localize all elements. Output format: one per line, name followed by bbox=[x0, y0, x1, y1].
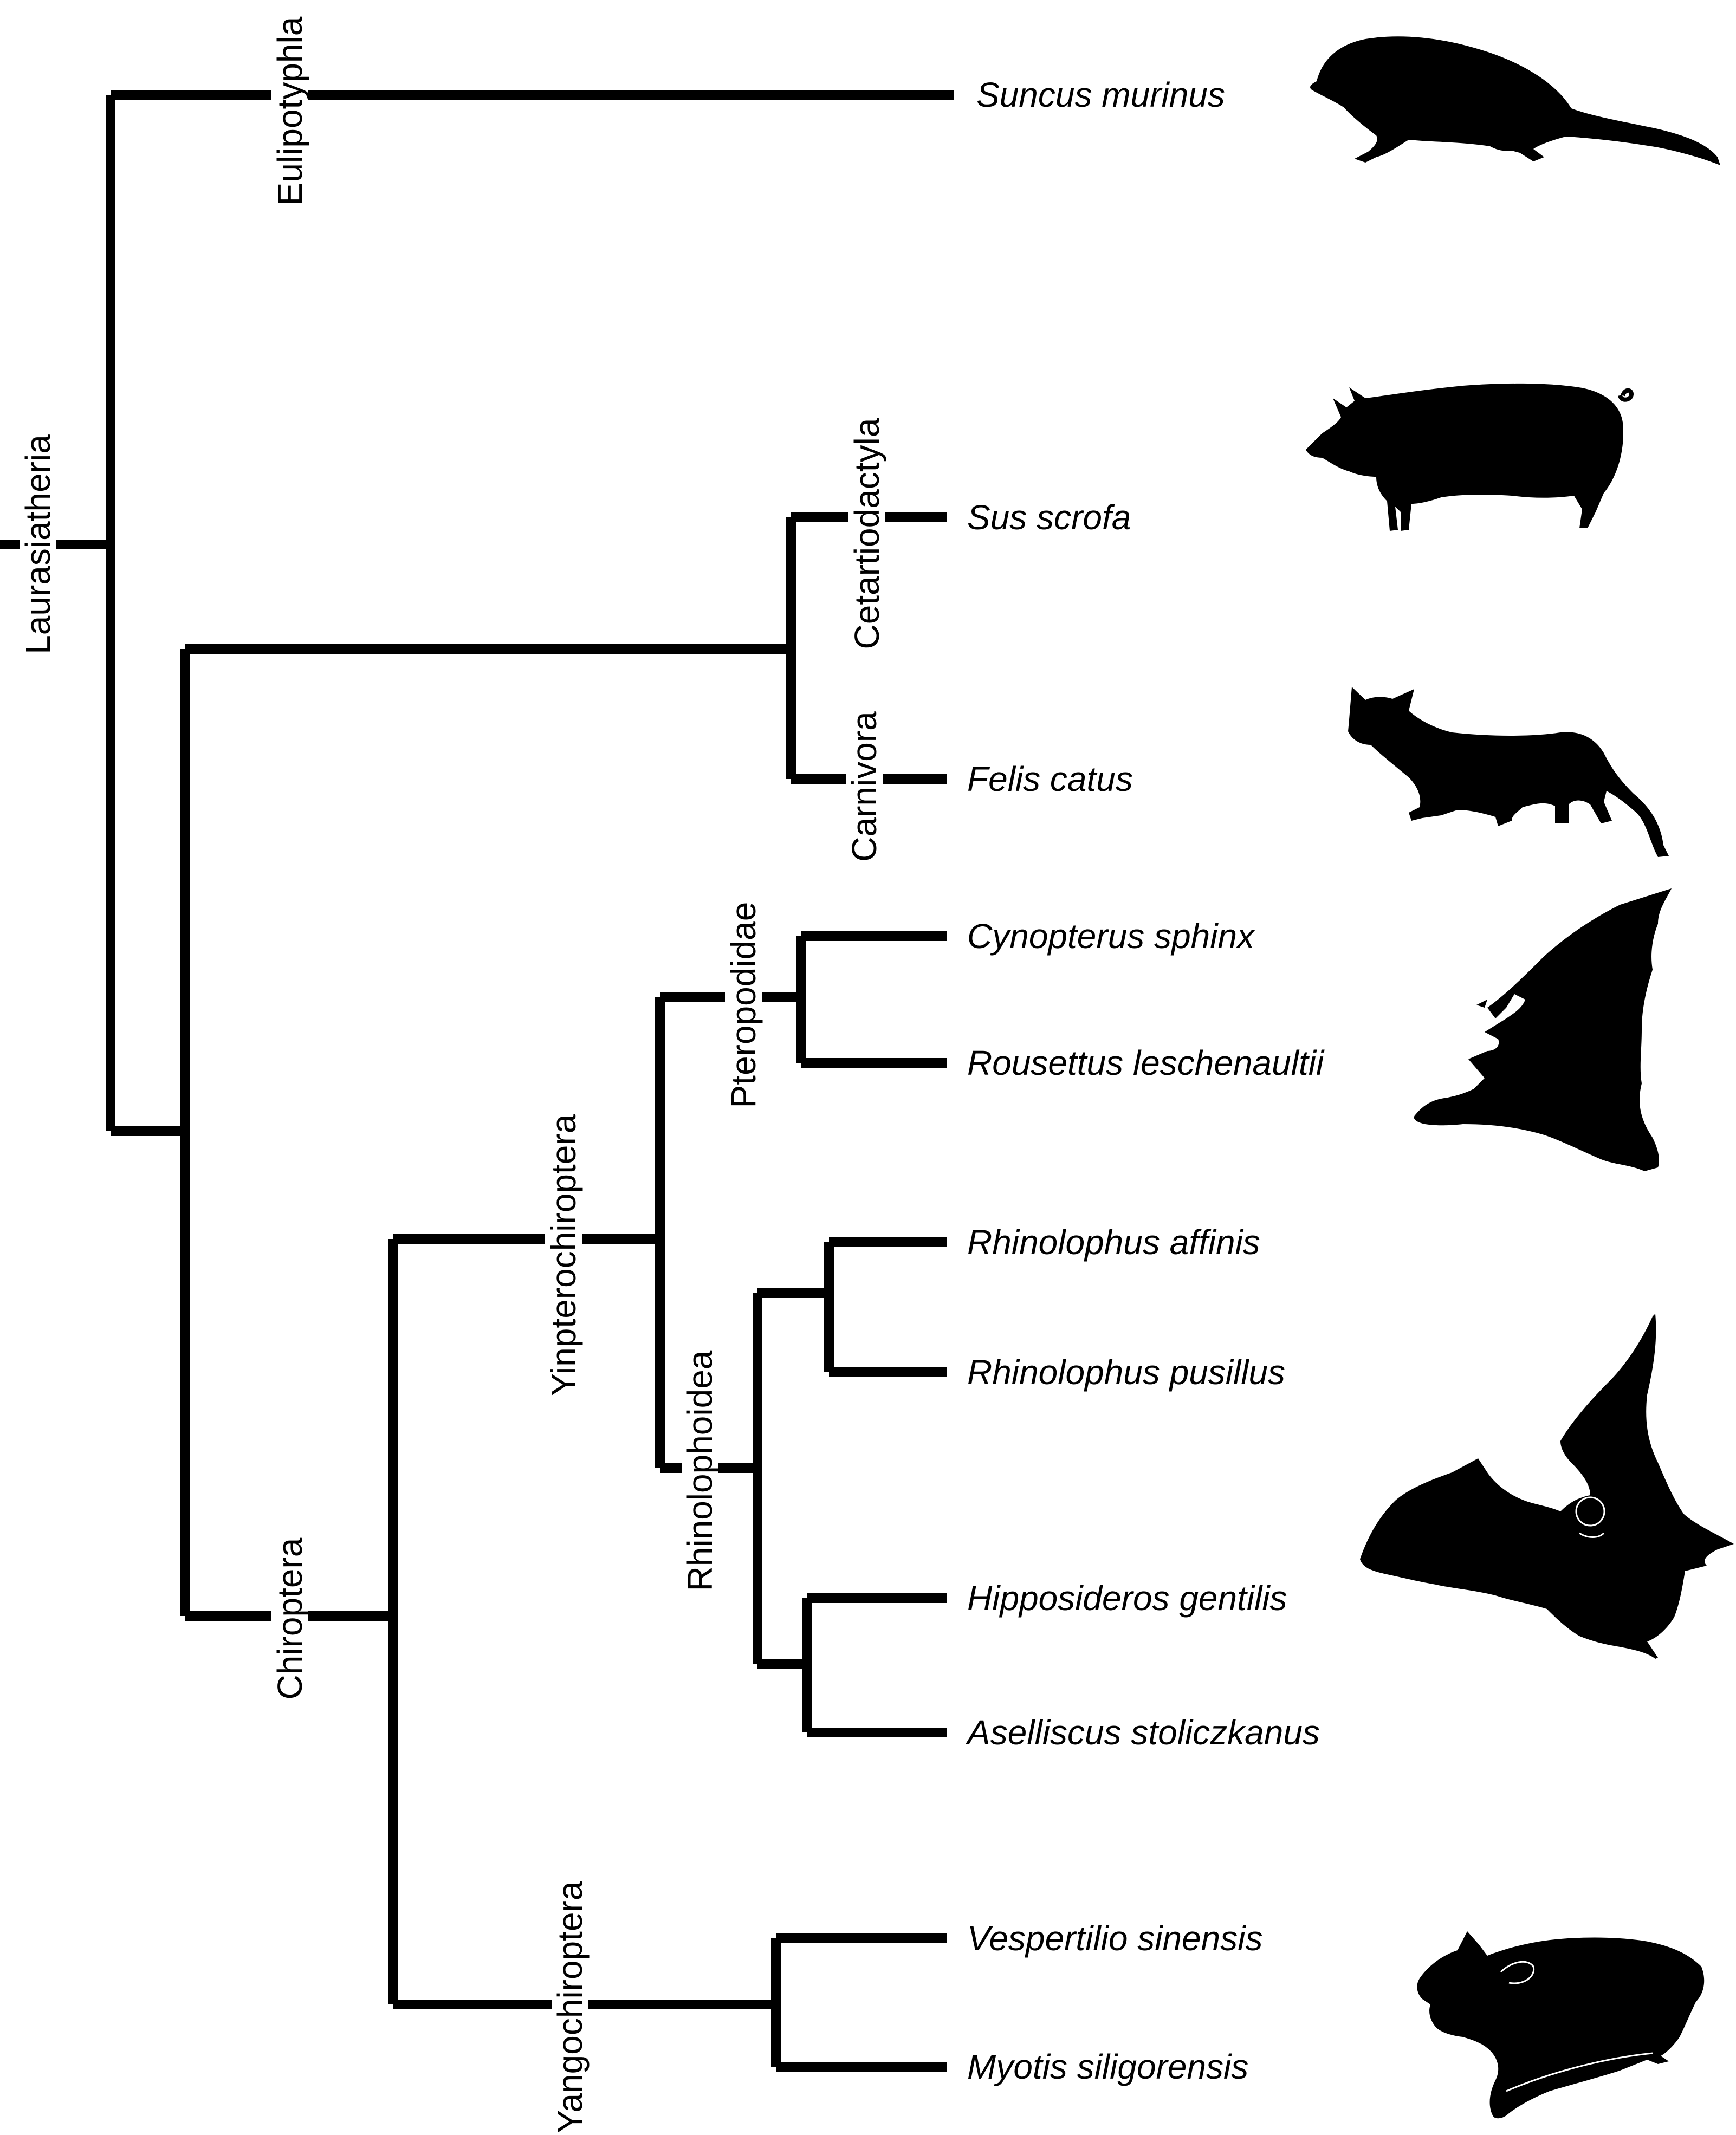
taxon-rhinolophus-affinis: Rhinolophus affinis bbox=[967, 1223, 1260, 1262]
clade-laurasiatheria: Laurasiatheria bbox=[18, 420, 57, 669]
svg-text:Yangochiroptera: Yangochiroptera bbox=[550, 1881, 590, 2133]
taxon-suncus-murinus: Suncus murinus bbox=[976, 75, 1225, 114]
silhouettes bbox=[1306, 36, 1734, 2119]
taxon-vespertilio-sinensis: Vespertilio sinensis bbox=[967, 1919, 1262, 1958]
svg-text:Yinpterochiroptera: Yinpterochiroptera bbox=[544, 1114, 583, 1396]
taxon-labels: Suncus murinus Sus scrofa Felis catus Cy… bbox=[965, 75, 1325, 2086]
clade-labels: Laurasiatheria Eulipotyphla Cetartiodact… bbox=[18, 0, 886, 2135]
horseshoe-bat-silhouette-icon bbox=[1360, 1314, 1734, 1659]
clade-pteropodidae: Pteropodidae bbox=[724, 880, 763, 1130]
taxon-aselliscus-stoliczkanus: Aselliscus stoliczkanus bbox=[965, 1713, 1320, 1752]
svg-text:Cetartiodactyla: Cetartiodactyla bbox=[847, 418, 886, 649]
clade-yinpterochiroptera: Yinpterochiroptera bbox=[544, 1076, 583, 1434]
taxon-rhinolophus-pusillus: Rhinolophus pusillus bbox=[967, 1353, 1285, 1392]
svg-text:Eulipotyphla: Eulipotyphla bbox=[270, 16, 309, 205]
clade-chiroptera: Chiroptera bbox=[270, 1521, 309, 1716]
svg-text:Carnivora: Carnivora bbox=[845, 711, 884, 862]
svg-text:Pteropodidae: Pteropodidae bbox=[724, 902, 763, 1108]
clade-yangochiroptera: Yangochiroptera bbox=[550, 1845, 590, 2135]
svg-text:Rhinolophoidea: Rhinolophoidea bbox=[681, 1350, 720, 1591]
taxon-myotis-siligorensis: Myotis siligorensis bbox=[967, 2047, 1248, 2086]
fruit-bat-silhouette-icon bbox=[1414, 888, 1672, 1171]
clade-rhinolophoidea: Rhinolophoidea bbox=[681, 1330, 720, 1612]
taxon-felis-catus: Felis catus bbox=[967, 760, 1133, 799]
cat-silhouette-icon bbox=[1348, 687, 1669, 857]
taxon-rousettus-leschenaultii: Rousettus leschenaultii bbox=[967, 1043, 1325, 1082]
clade-carnivora: Carnivora bbox=[845, 699, 884, 874]
clade-cetartiodactyla: Cetartiodactyla bbox=[847, 377, 886, 691]
vesper-bat-silhouette-icon bbox=[1417, 1931, 1705, 2119]
svg-text:Chiroptera: Chiroptera bbox=[270, 1537, 309, 1699]
clade-eulipotyphla: Eulipotyphla bbox=[270, 0, 309, 225]
svg-text:Laurasiatheria: Laurasiatheria bbox=[18, 434, 57, 654]
shrew-silhouette-icon bbox=[1310, 36, 1720, 165]
pig-silhouette-icon bbox=[1306, 383, 1634, 531]
taxon-cynopterus-sphinx: Cynopterus sphinx bbox=[967, 917, 1255, 956]
taxon-sus-scrofa: Sus scrofa bbox=[967, 498, 1131, 537]
tree-branches bbox=[0, 90, 954, 2072]
taxon-hipposideros-gentilis: Hipposideros gentilis bbox=[967, 1579, 1287, 1618]
